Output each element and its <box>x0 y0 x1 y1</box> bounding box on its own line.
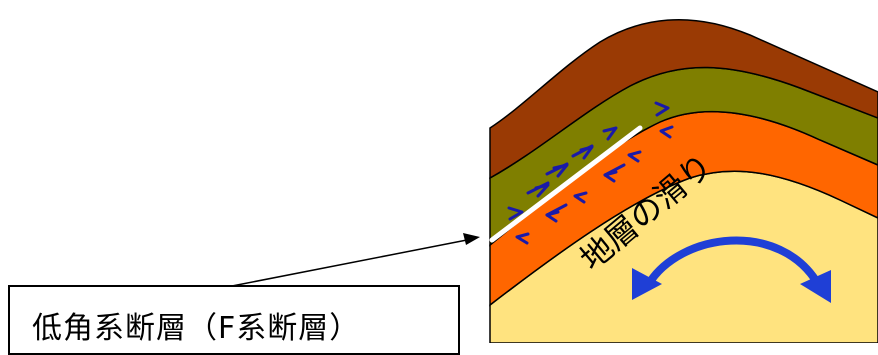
chevron-lower-stem-4 <box>603 163 626 177</box>
chevron-upper-5 <box>602 126 618 141</box>
fault-line <box>489 125 643 243</box>
slip-chevrons-lower <box>515 125 674 245</box>
fault-label: 低角系断層（F系断層） <box>32 311 361 346</box>
curved-arrow-arc <box>644 236 822 289</box>
chevron-upper-6 <box>654 101 670 117</box>
pointer-line <box>231 238 473 287</box>
layer-brown <box>489 19 878 180</box>
curved-arrow-head-right <box>800 270 831 303</box>
chevron-lower-3 <box>573 191 588 204</box>
chevron-lower-6 <box>659 125 674 139</box>
chevron-upper-stem-2 <box>545 162 569 176</box>
pointer-arrowhead <box>463 233 480 245</box>
curved-arrow-head-left <box>632 268 662 300</box>
fold-fault-diagram: 地層の滑り <box>231 19 878 343</box>
chevron-upper-1 <box>507 206 524 221</box>
slip-chevrons-upper <box>507 101 670 221</box>
curved-double-arrow <box>632 236 831 303</box>
chevron-lower-1 <box>515 232 530 245</box>
chevron-upper-stem-3 <box>571 144 594 158</box>
chevron-lower-5 <box>627 150 642 163</box>
chevron-lower-stem-2 <box>545 203 568 217</box>
fault-label-box: 低角系断層（F系断層） <box>8 285 460 355</box>
chevron-upper-stem-1 <box>526 181 550 195</box>
